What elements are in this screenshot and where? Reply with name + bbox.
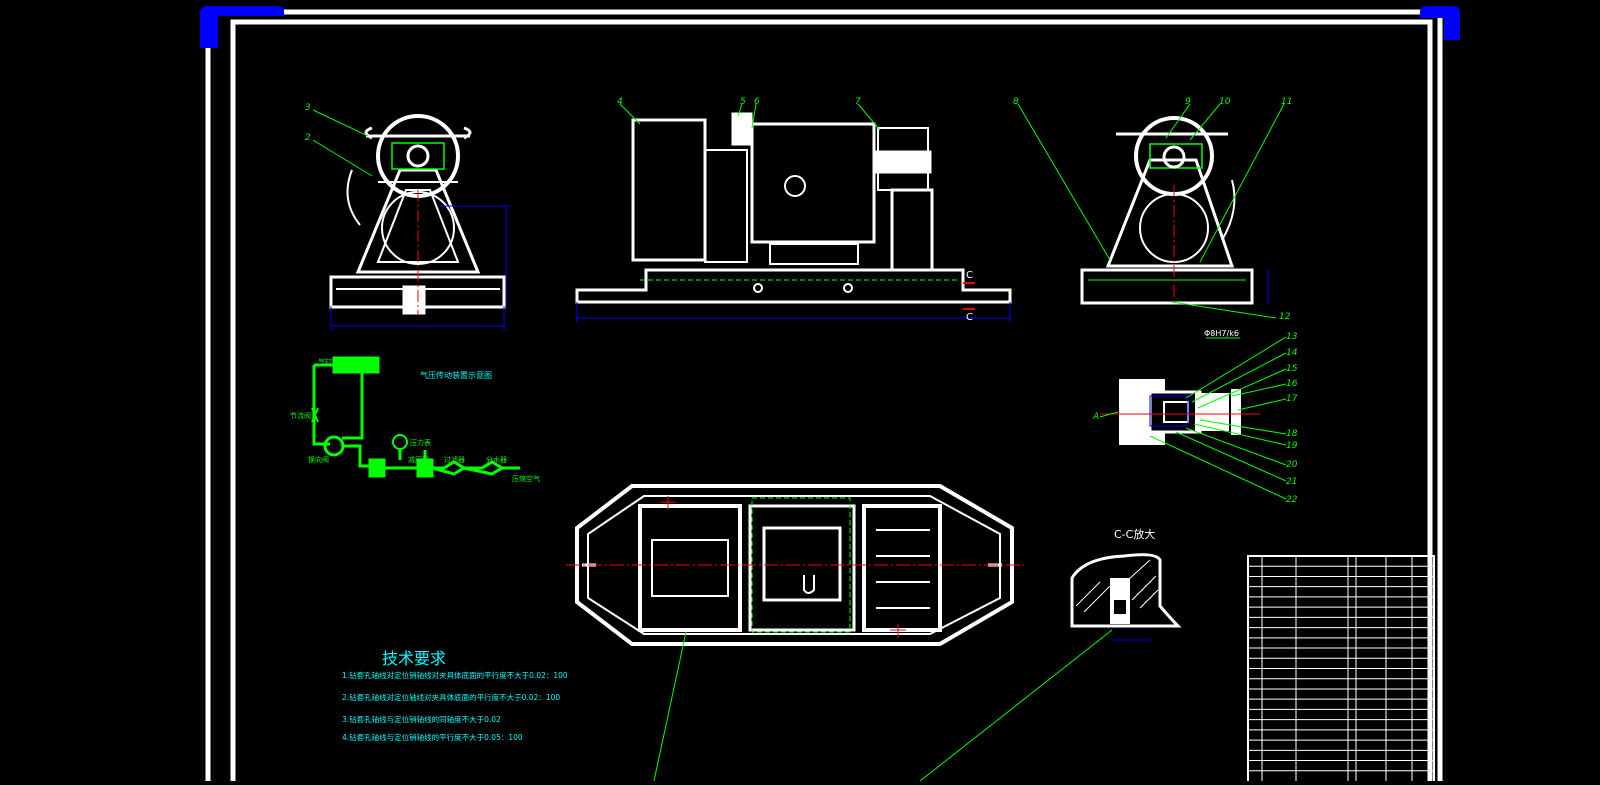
pneumatic-schematic [311, 356, 520, 478]
top-left-block [638, 504, 742, 632]
balloon-front-1: 2 [305, 133, 311, 143]
balloon-side-3: 7 [855, 97, 861, 107]
side-view [575, 112, 1012, 304]
parts-list-table [1247, 555, 1435, 783]
tech-requirement-item-1: 1.钻套孔轴线对定位销轴线对夹具体底面的平行度不大于0.02：100 [342, 670, 568, 680]
detail-view [1100, 379, 1260, 445]
balloon-detail-2: 15 [1286, 364, 1298, 374]
reversing-valve [323, 435, 345, 457]
tech-requirements: 技术要求 1.钻套孔轴线对定位销轴线对夹具体底面的平行度不大于0.02：100 … [342, 649, 568, 742]
balloon-right-4: 12 [1279, 312, 1291, 322]
label-throttle: 节流阀 [290, 411, 311, 420]
tech-requirement-item-2: 2.钻套孔轴线对定位轴线对夹具体底面的平行度不大于0.02：100 [342, 692, 560, 702]
pneumatic-title: 气压传动装置示意图 [420, 370, 492, 380]
pneumatic-labels: 气压传动装置示意图 气缸 节流阀 换向阀 压力表 减压阀 过滤器 分水器 压缩空… [290, 357, 540, 483]
balloon-detail-4: 17 [1286, 394, 1298, 404]
balloon-right-0: 8 [1013, 97, 1019, 107]
label-filter: 过滤器 [444, 455, 465, 464]
cylinder [332, 356, 380, 374]
detail-view-annotations: 13 14 15 16 17 18 19 20 21 22 A [1092, 332, 1298, 505]
balloon-side-2: 6 [754, 97, 760, 107]
top-base-outline [575, 484, 1014, 646]
label-regulator: 减压阀 [408, 455, 429, 464]
section-cc-view: C-C放大 [1070, 527, 1182, 641]
tech-requirement-item-4: 4.钻套孔轴线与定位销轴线的平行度不大于0.05：100 [342, 732, 523, 742]
balloon-right-2: 10 [1219, 97, 1231, 107]
tech-requirements-title: 技术要求 [382, 649, 446, 668]
balloon-side-0: 4 [617, 97, 623, 107]
right-view [1080, 116, 1254, 305]
balloon-detail-3: 16 [1286, 379, 1298, 389]
corner-grip-icon-right[interactable] [1420, 6, 1460, 40]
section-cc-title: C-C放大 [1114, 527, 1155, 541]
label-gauge: 压力表 [410, 438, 431, 447]
outer-frame [205, 9, 1443, 785]
right-base [1080, 268, 1254, 305]
top-view-annotations [566, 496, 1113, 782]
label-separator: 分水器 [486, 455, 507, 464]
balloon-side-1: 5 [740, 97, 746, 107]
corner-grip-icon-left[interactable] [200, 6, 284, 48]
balloon-front-0: 3 [305, 103, 311, 113]
tech-requirement-item-3: 3.钻套孔轴线与定位销轴线的同轴度不大于0.02 [342, 714, 501, 724]
drawing-border [205, 9, 1443, 785]
balloon-right-3: 11 [1281, 97, 1292, 107]
side-view-annotations: 4 5 6 7 C C [576, 97, 1011, 323]
label-cylinder: 气缸 [318, 357, 332, 366]
front-locator [402, 285, 426, 315]
side-fixture-body [750, 122, 876, 244]
side-base [575, 268, 1012, 304]
detail-mark-a: A [1092, 412, 1099, 422]
label-source: 压缩空气 [512, 474, 540, 483]
balloon-detail-8: 21 [1286, 477, 1297, 487]
inner-frame [230, 19, 1433, 785]
balloon-right-1: 9 [1185, 97, 1191, 107]
top-right-block [862, 504, 942, 632]
front-stand [355, 168, 481, 274]
balloon-detail-7: 20 [1286, 460, 1298, 470]
side-left-block [631, 118, 707, 262]
section-mark-bottom: C [966, 312, 973, 323]
right-view-annotations: 8 9 10 11 12 Φ8H7/k6 [1013, 97, 1292, 339]
balloon-detail-6: 19 [1286, 441, 1298, 451]
balloon-detail-5: 18 [1286, 429, 1298, 439]
fit-note: Φ8H7/k6 [1204, 329, 1239, 338]
balloon-detail-9: 22 [1286, 495, 1298, 505]
section-mark-top: C [966, 270, 973, 281]
front-view-annotations: 3 2 [305, 103, 510, 330]
label-reversing-valve: 换向阀 [308, 455, 329, 464]
pressure-gauge [392, 434, 408, 450]
balloon-detail-0: 13 [1286, 332, 1298, 342]
top-fixture-center [762, 526, 842, 602]
right-stand [1105, 158, 1235, 268]
balloon-detail-1: 14 [1286, 348, 1298, 358]
